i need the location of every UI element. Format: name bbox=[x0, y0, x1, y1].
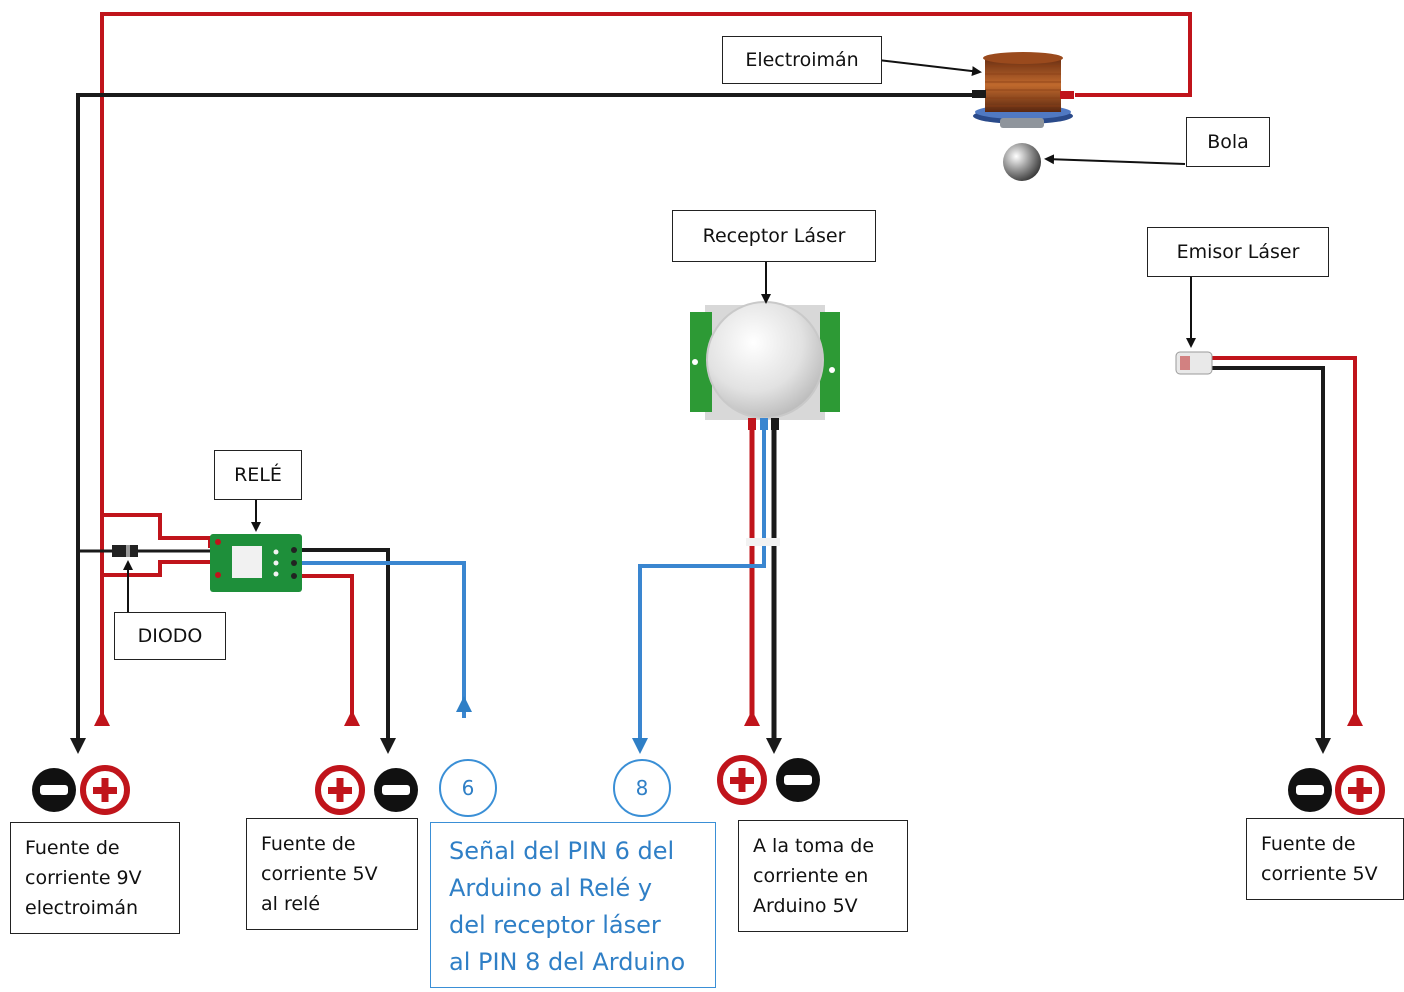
negative-terminal-icon bbox=[32, 768, 76, 812]
wire-relay-input bbox=[102, 513, 212, 548]
arrow-down-rele-neg bbox=[380, 738, 396, 754]
wire-diode-red bbox=[102, 560, 212, 577]
note-toma-arduino: A la toma de corriente en Arduino 5V bbox=[738, 820, 908, 932]
negative-terminal-icon bbox=[776, 758, 820, 802]
wire-relay-signal bbox=[300, 561, 466, 718]
emisor-laser-icon bbox=[1175, 351, 1213, 375]
arrow-up-5v-pos bbox=[1347, 710, 1363, 726]
positive-terminal-icon bbox=[80, 765, 130, 815]
pin-8-circle bbox=[613, 759, 671, 817]
rele-icon bbox=[210, 534, 302, 592]
wire-relay-red bbox=[300, 574, 354, 718]
note-fuente-5v-rele: Fuente de corriente 5V al relé bbox=[246, 818, 418, 930]
wire-9v-negative bbox=[76, 93, 985, 740]
wire-receptor-signal bbox=[638, 420, 766, 740]
receptor-laser-icon bbox=[690, 301, 840, 430]
arrow-down-arduino-neg bbox=[766, 738, 782, 754]
wire-emisor-red bbox=[1210, 356, 1357, 718]
note-fuente-5v: Fuente de corriente 5V bbox=[1246, 818, 1404, 900]
wire-emisor-black bbox=[1210, 366, 1325, 740]
connector-band bbox=[746, 538, 780, 546]
positive-terminal-icon bbox=[315, 765, 365, 815]
pointer-electroiman bbox=[877, 59, 982, 77]
arrow-down-9v-neg bbox=[70, 738, 86, 754]
positive-terminal-icon bbox=[717, 755, 767, 805]
arrow-down-5v-neg bbox=[1315, 738, 1331, 754]
label-diodo: DIODO bbox=[114, 612, 226, 660]
pointer-bola bbox=[1044, 154, 1186, 165]
electroiman-icon bbox=[972, 52, 1074, 128]
arrow-up-9v-pos bbox=[94, 710, 110, 726]
arrow-down-pin8 bbox=[632, 738, 648, 754]
note-senal-arduino: Señal del PIN 6 del Arduino al Relé y de… bbox=[430, 822, 716, 988]
wire-9v-positive bbox=[100, 12, 1192, 718]
arrow-up-arduino-pos bbox=[744, 710, 760, 726]
label-emisor: Emisor Láser bbox=[1147, 227, 1329, 277]
arrow-up-rele-pos bbox=[344, 710, 360, 726]
positive-terminal-icon bbox=[1335, 765, 1385, 815]
label-receptor: Receptor Láser bbox=[672, 210, 876, 262]
diodo-icon bbox=[112, 545, 138, 557]
label-electroiman: Electroimán bbox=[722, 36, 882, 84]
pin-6-circle bbox=[439, 759, 497, 817]
bola-icon bbox=[1003, 143, 1041, 181]
wire-relay-black bbox=[300, 548, 390, 740]
negative-terminal-icon bbox=[1288, 768, 1332, 812]
pin-8-label: 8 bbox=[636, 776, 649, 800]
arrow-up-pin6 bbox=[456, 696, 472, 712]
note-fuente-9v: Fuente de corriente 9V electroimán bbox=[10, 822, 180, 934]
label-bola: Bola bbox=[1186, 117, 1270, 167]
label-rele: RELÉ bbox=[214, 450, 302, 500]
negative-terminal-icon bbox=[374, 768, 418, 812]
pin-6-label: 6 bbox=[462, 776, 475, 800]
